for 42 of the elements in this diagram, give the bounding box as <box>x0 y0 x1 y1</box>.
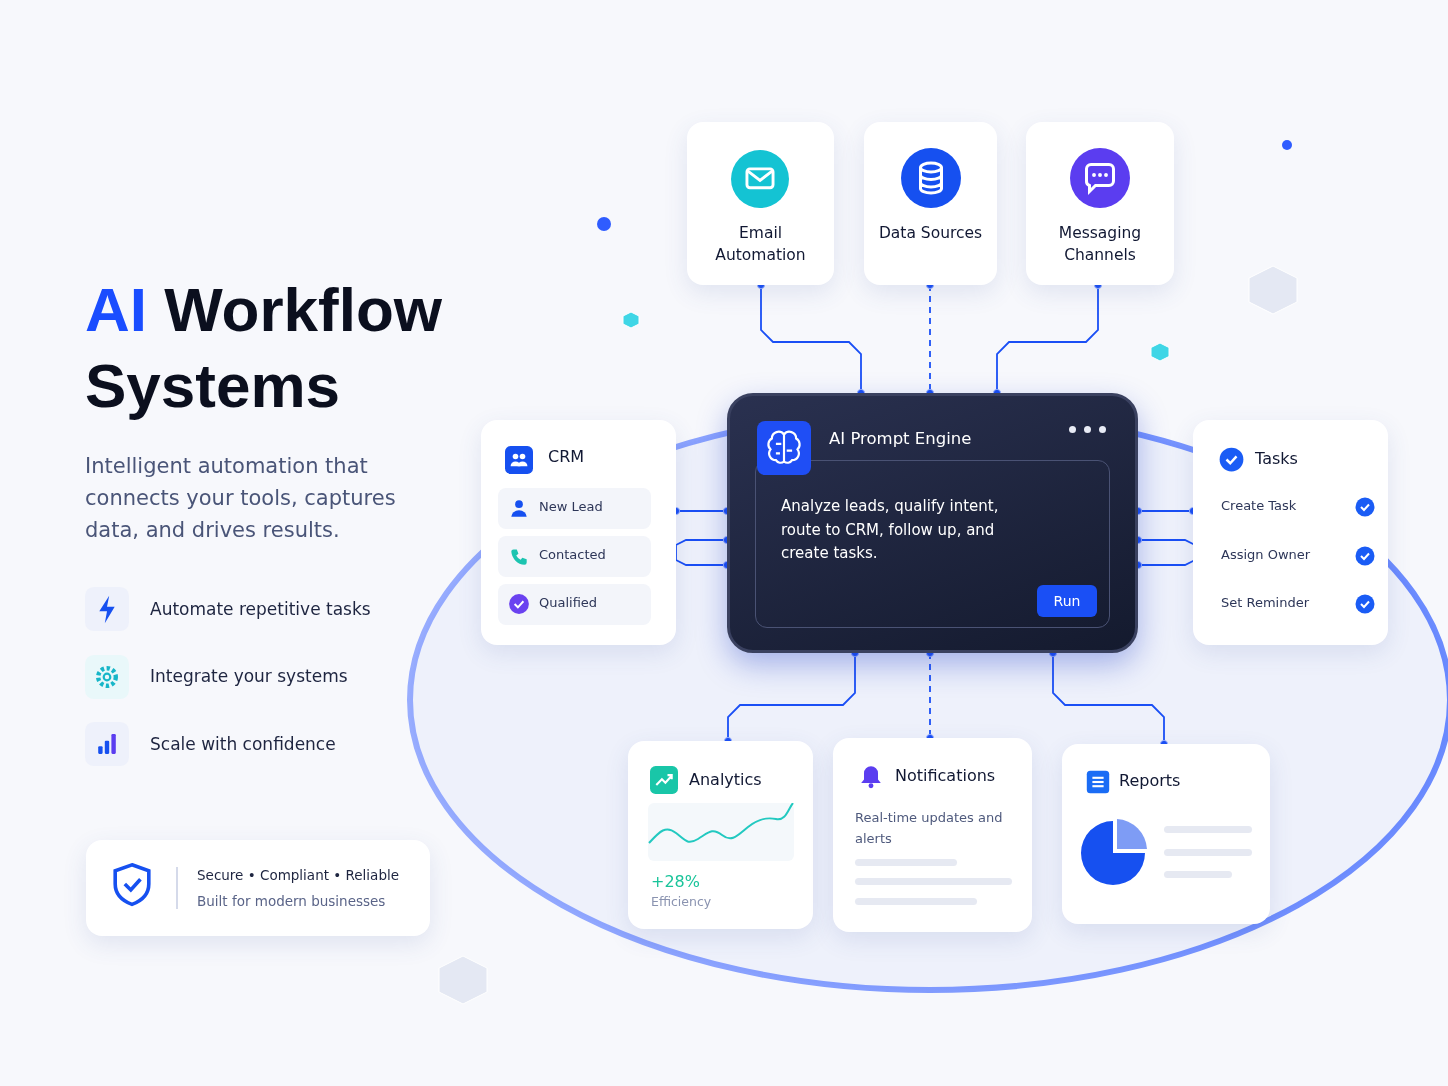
task-row <box>1221 544 1373 568</box>
status-row <box>498 584 651 625</box>
description-text: Intelligent automation that connects your tools, captures data, and drives results. <box>85 453 397 544</box>
node-title: Reports <box>1119 771 1182 792</box>
integration-card <box>687 122 834 285</box>
node-title: AI Prompt Engine <box>829 428 973 450</box>
status-row <box>498 488 651 529</box>
node-title: Qualified <box>539 595 599 612</box>
node-title: Contacted <box>539 547 607 564</box>
reports-card <box>1062 744 1270 924</box>
node-title: Tasks <box>1255 449 1299 470</box>
feature-text: Scale with confidence <box>150 733 337 756</box>
feature-summary: Secure • Compliant • Reliable <box>197 866 400 885</box>
node-title: Create Task <box>1221 498 1298 515</box>
tasks-card <box>1193 420 1388 645</box>
run-button: Run <box>1037 585 1097 617</box>
node-title: CRM <box>548 447 586 468</box>
node-title: Assign Owner <box>1221 547 1312 564</box>
integration-card <box>864 122 997 285</box>
node-title: Messaging Channels <box>1057 223 1143 266</box>
node-title: Set Reminder <box>1221 595 1311 612</box>
task-row <box>1221 592 1373 616</box>
engine-panel <box>727 393 1138 653</box>
integration-card <box>1026 122 1174 285</box>
node-text: Real-time updates and alerts <box>855 809 1004 848</box>
status-row <box>498 536 651 577</box>
node-title: Analytics <box>689 770 763 791</box>
node-title: Data Sources <box>877 223 984 244</box>
task-row <box>1221 495 1373 519</box>
node-title: Email Automation <box>714 223 807 266</box>
analytics-card <box>628 741 813 929</box>
node-title: Notifications <box>895 766 997 787</box>
crm-card <box>481 420 676 645</box>
feature-text: Automate repetitive tasks <box>150 598 372 621</box>
tagline-text: Built for modern businesses <box>197 892 387 911</box>
node-text: +28% <box>651 872 701 893</box>
notifications-card <box>833 738 1032 932</box>
node-text: Efficiency <box>651 894 713 911</box>
feature-text: Integrate your systems <box>150 665 349 688</box>
node-text: Analyze leads, qualify intent, route to CRM, follow up, and create tasks. <box>781 496 1000 564</box>
title: AI Workflow Systems <box>85 274 444 422</box>
node-title: New Lead <box>539 499 604 516</box>
